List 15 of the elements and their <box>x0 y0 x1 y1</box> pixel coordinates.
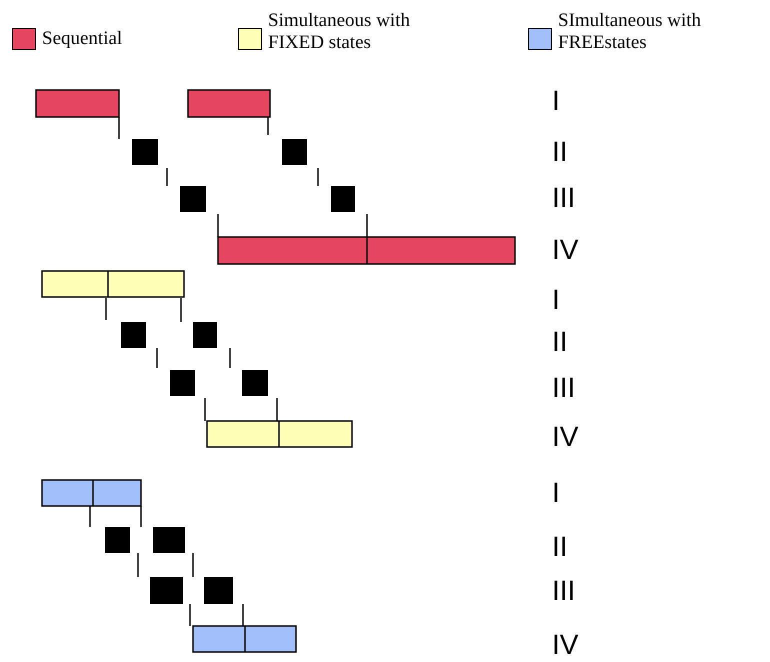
phase-label: III <box>552 183 576 213</box>
phase-label: II <box>552 327 568 357</box>
legend-label: Sequential <box>42 28 124 50</box>
phase-label: I <box>552 285 560 315</box>
phase-label: III <box>552 373 576 403</box>
legend-label: Simultaneous with FIXED states <box>268 10 411 54</box>
phase-label: IV <box>552 630 578 660</box>
phase-label: II <box>552 137 568 167</box>
phase-label: II <box>552 532 568 562</box>
phase-label: IV <box>552 422 578 452</box>
legend-label: SImultaneous with FREEstates <box>558 10 702 54</box>
phase-label: I <box>552 86 560 116</box>
phase-label: I <box>552 478 560 508</box>
phase-label: III <box>552 576 576 606</box>
phase-label: IV <box>552 235 578 265</box>
